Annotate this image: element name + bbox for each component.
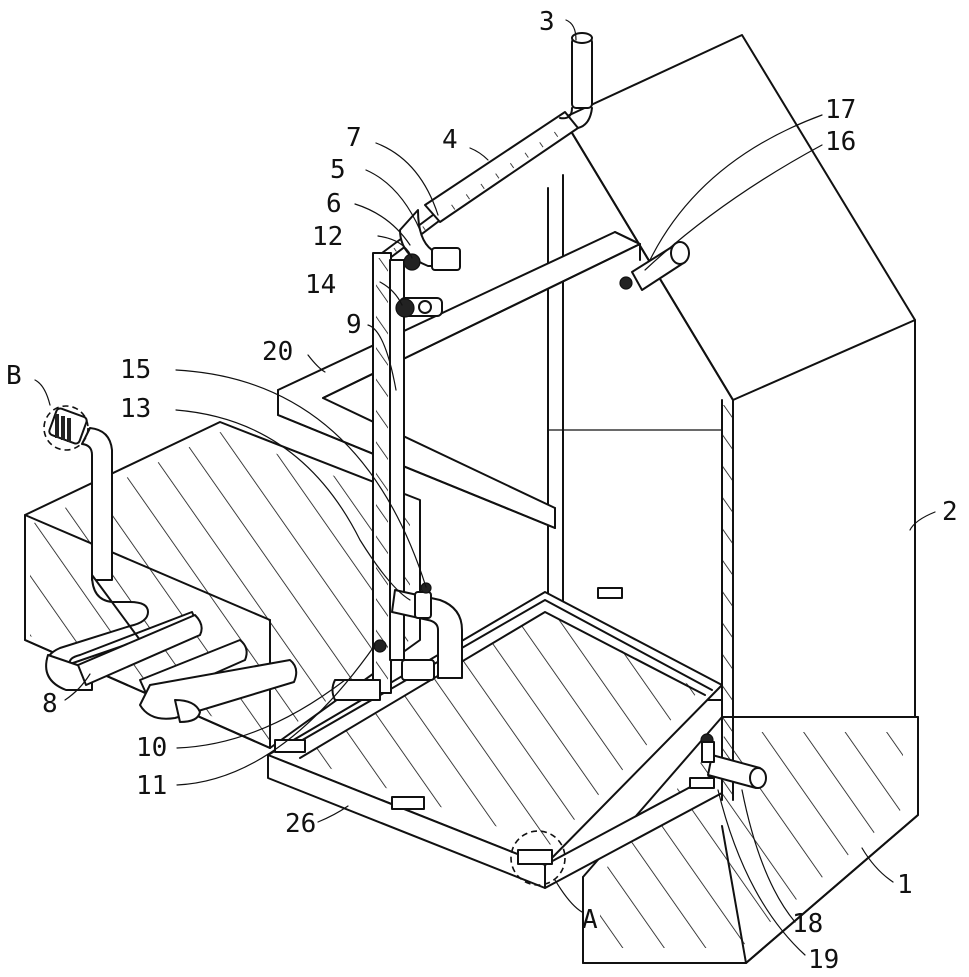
label-1: 1 — [897, 870, 913, 900]
label-5: 5 — [330, 155, 346, 185]
vertical-pipe-9 — [373, 253, 404, 693]
label-7: 7 — [346, 123, 362, 153]
label-6: 6 — [326, 189, 342, 219]
label-17: 17 — [825, 95, 856, 125]
label-20: 20 — [262, 337, 293, 367]
label-19: 19 — [808, 945, 839, 975]
label-4: 4 — [442, 125, 458, 155]
label-3: 3 — [539, 7, 555, 37]
label-16: 16 — [825, 127, 856, 157]
label-11: 11 — [136, 771, 167, 801]
label-2: 2 — [942, 497, 958, 527]
label-13: 13 — [120, 394, 151, 424]
label-26: 26 — [285, 809, 316, 839]
label-12: 12 — [312, 222, 343, 252]
valve-14 — [396, 298, 442, 317]
label-10: 10 — [136, 733, 167, 763]
label-8: 8 — [42, 689, 58, 719]
label-9: 9 — [346, 310, 362, 340]
label-14: 14 — [305, 270, 336, 300]
label-18: 18 — [792, 909, 823, 939]
label-a: A — [582, 905, 598, 935]
label-b: B — [6, 361, 22, 391]
label-15: 15 — [120, 355, 151, 385]
